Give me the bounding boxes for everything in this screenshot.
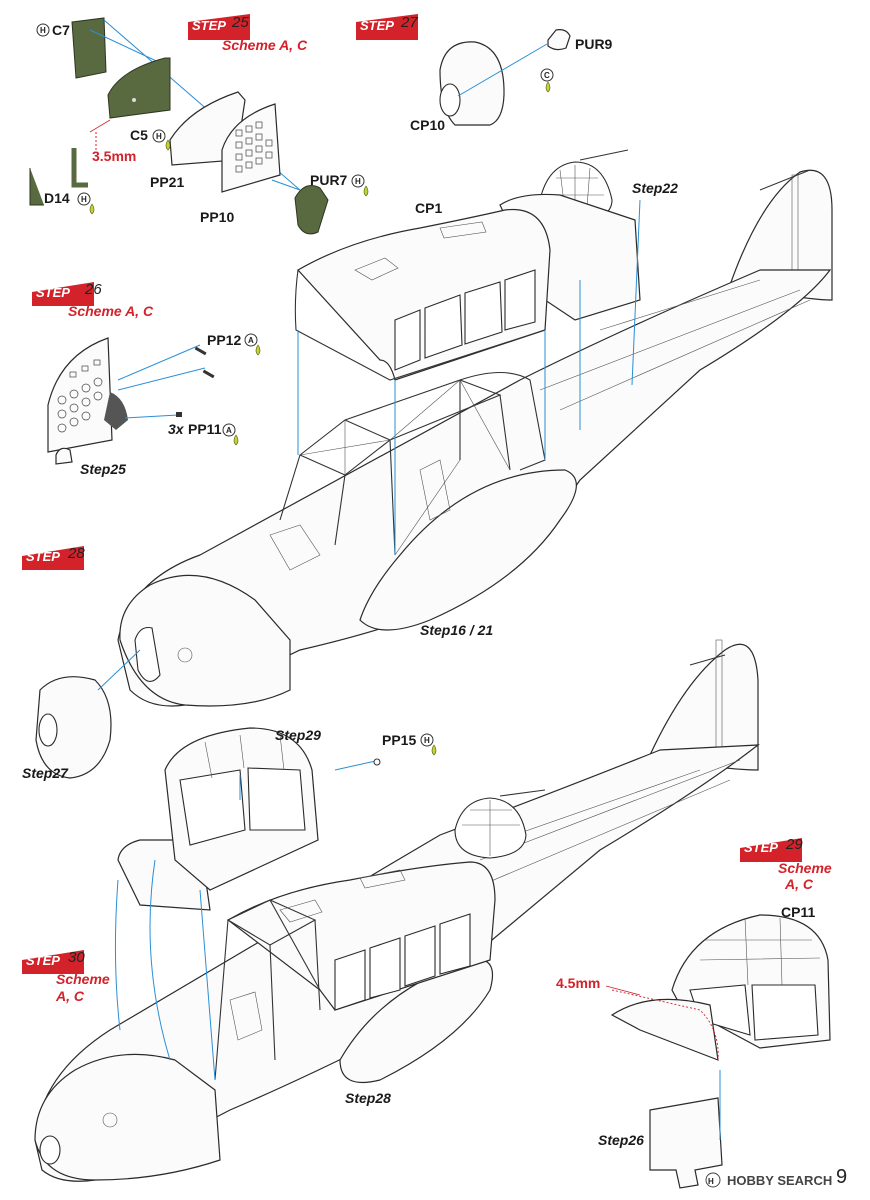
step25-header: STEP 25 Scheme A, C xyxy=(188,14,308,53)
lower-belly-fairing xyxy=(339,958,494,1084)
step25-assembly xyxy=(29,17,329,235)
label-pp10: PP10 xyxy=(200,209,234,225)
ref-step26: Step26 xyxy=(598,1132,644,1148)
sprue-mark-pp12: A xyxy=(244,333,261,356)
step27-number: 27 xyxy=(400,14,418,31)
step26-scheme: Scheme A, C xyxy=(68,303,154,319)
watermark-text: HOBBY SEARCH xyxy=(727,1173,832,1188)
step26-prefix: STEP xyxy=(36,285,70,300)
lower-dorsal-turret xyxy=(454,797,527,859)
label-pp21: PP21 xyxy=(150,174,184,190)
svg-text:H: H xyxy=(81,195,87,204)
svg-text:H: H xyxy=(156,132,162,141)
sprue-mark-pp15: H xyxy=(420,733,437,756)
label-pp11-quantity: 3x xyxy=(168,421,185,437)
label-c5: C5 xyxy=(130,127,148,143)
part-pur9 xyxy=(547,29,571,51)
label-pur7: PUR7 xyxy=(310,172,348,188)
watermark: H HOBBY SEARCH xyxy=(705,1172,832,1188)
step29-scheme-line2: A, C xyxy=(784,876,814,892)
step29-header: STEP 29 Scheme A, C xyxy=(740,836,832,892)
page-number: 9 xyxy=(836,1166,847,1188)
sprue-mark-pp11: A xyxy=(222,423,239,446)
step29-prefix: STEP xyxy=(744,840,778,855)
label-cp11: CP11 xyxy=(781,904,815,920)
sprue-mark-c5: H xyxy=(152,129,171,151)
step28-number: 28 xyxy=(67,545,85,562)
part-c7-panel xyxy=(71,17,107,79)
svg-text:A: A xyxy=(248,336,254,345)
upper-nose xyxy=(119,574,291,707)
ref-step29: Step29 xyxy=(275,727,321,743)
svg-text:H: H xyxy=(355,177,361,186)
label-cp10: CP10 xyxy=(410,117,445,133)
sprue-mark-c7: H xyxy=(36,23,50,37)
lower-nose xyxy=(34,1053,221,1181)
svg-text:A: A xyxy=(226,426,232,435)
upper-fuselage xyxy=(117,269,832,707)
dimension-4-5mm: 4.5mm xyxy=(556,975,600,991)
part-pp12-rod-2 xyxy=(202,369,215,379)
sprue-mark-d14: H xyxy=(77,192,95,215)
sprue-mark-pur9: C xyxy=(540,68,554,93)
ref-step25: Step25 xyxy=(80,461,126,477)
step26-header: STEP 26 Scheme A, C xyxy=(32,281,154,319)
part-c5-bulkhead xyxy=(107,57,171,119)
step30-number: 30 xyxy=(68,949,85,966)
ref-step28: Step28 xyxy=(345,1090,391,1106)
step28-nose-glazing xyxy=(35,676,112,779)
lower-cockpit-frame xyxy=(214,899,321,1081)
sprue-mark-pur7: H xyxy=(351,174,369,197)
label-pur9: PUR9 xyxy=(575,36,613,52)
label-d14: D14 xyxy=(44,190,70,206)
ref-step27: Step27 xyxy=(22,765,69,781)
ref-step16-21: Step16 / 21 xyxy=(420,622,493,638)
dimension-3-5mm: 3.5mm xyxy=(92,148,136,164)
label-cp1: CP1 xyxy=(415,200,442,216)
step30-prefix: STEP xyxy=(26,953,60,968)
step29-scheme-line1: Scheme xyxy=(778,860,832,876)
part-pp10-instrument-panel xyxy=(221,103,281,193)
step28-header: STEP 28 xyxy=(22,545,85,570)
label-pp15: PP15 xyxy=(382,732,416,748)
upper-belly-fairing xyxy=(359,469,577,631)
step26-assembly xyxy=(47,337,215,465)
label-pp12: PP12 xyxy=(207,332,241,348)
svg-text:H: H xyxy=(40,26,46,35)
step26-number: 26 xyxy=(84,281,102,298)
step25-scheme: Scheme A, C xyxy=(222,37,308,53)
svg-text:H: H xyxy=(424,736,430,745)
svg-text:H: H xyxy=(708,1177,714,1186)
part-pp12-rod-1 xyxy=(194,346,207,356)
part-pp11 xyxy=(176,412,182,417)
step25-prefix: STEP xyxy=(192,18,226,33)
part-d14-pedal-left xyxy=(29,168,44,206)
lower-aircraft xyxy=(34,639,760,1182)
step30-scheme-line1: Scheme xyxy=(56,971,110,987)
step28-prefix: STEP xyxy=(26,549,60,564)
step25-number: 25 xyxy=(231,14,249,31)
step27-assembly xyxy=(439,29,571,126)
label-c7: C7 xyxy=(52,22,70,38)
upper-aircraft xyxy=(117,149,833,707)
step26-insert-panel xyxy=(649,1097,723,1189)
label-pp11: PP11 xyxy=(188,421,222,437)
step27-header: STEP 27 xyxy=(356,14,418,40)
step28-nose-cone xyxy=(35,649,141,779)
step29-assembly xyxy=(605,914,831,1189)
step27-prefix: STEP xyxy=(360,18,394,33)
step29-canopy-base xyxy=(610,998,719,1061)
step26-instrument-panel xyxy=(47,337,113,453)
step30-header: STEP 30 Scheme A, C xyxy=(22,949,110,1004)
svg-text:C: C xyxy=(544,71,550,80)
part-d14-pedal-right xyxy=(71,148,88,188)
part-pur7 xyxy=(294,185,329,235)
step30-scheme-line2: A, C xyxy=(55,988,85,1004)
part-pp15 xyxy=(373,758,381,766)
ref-step22: Step22 xyxy=(632,180,678,196)
step29-number: 29 xyxy=(785,836,803,853)
